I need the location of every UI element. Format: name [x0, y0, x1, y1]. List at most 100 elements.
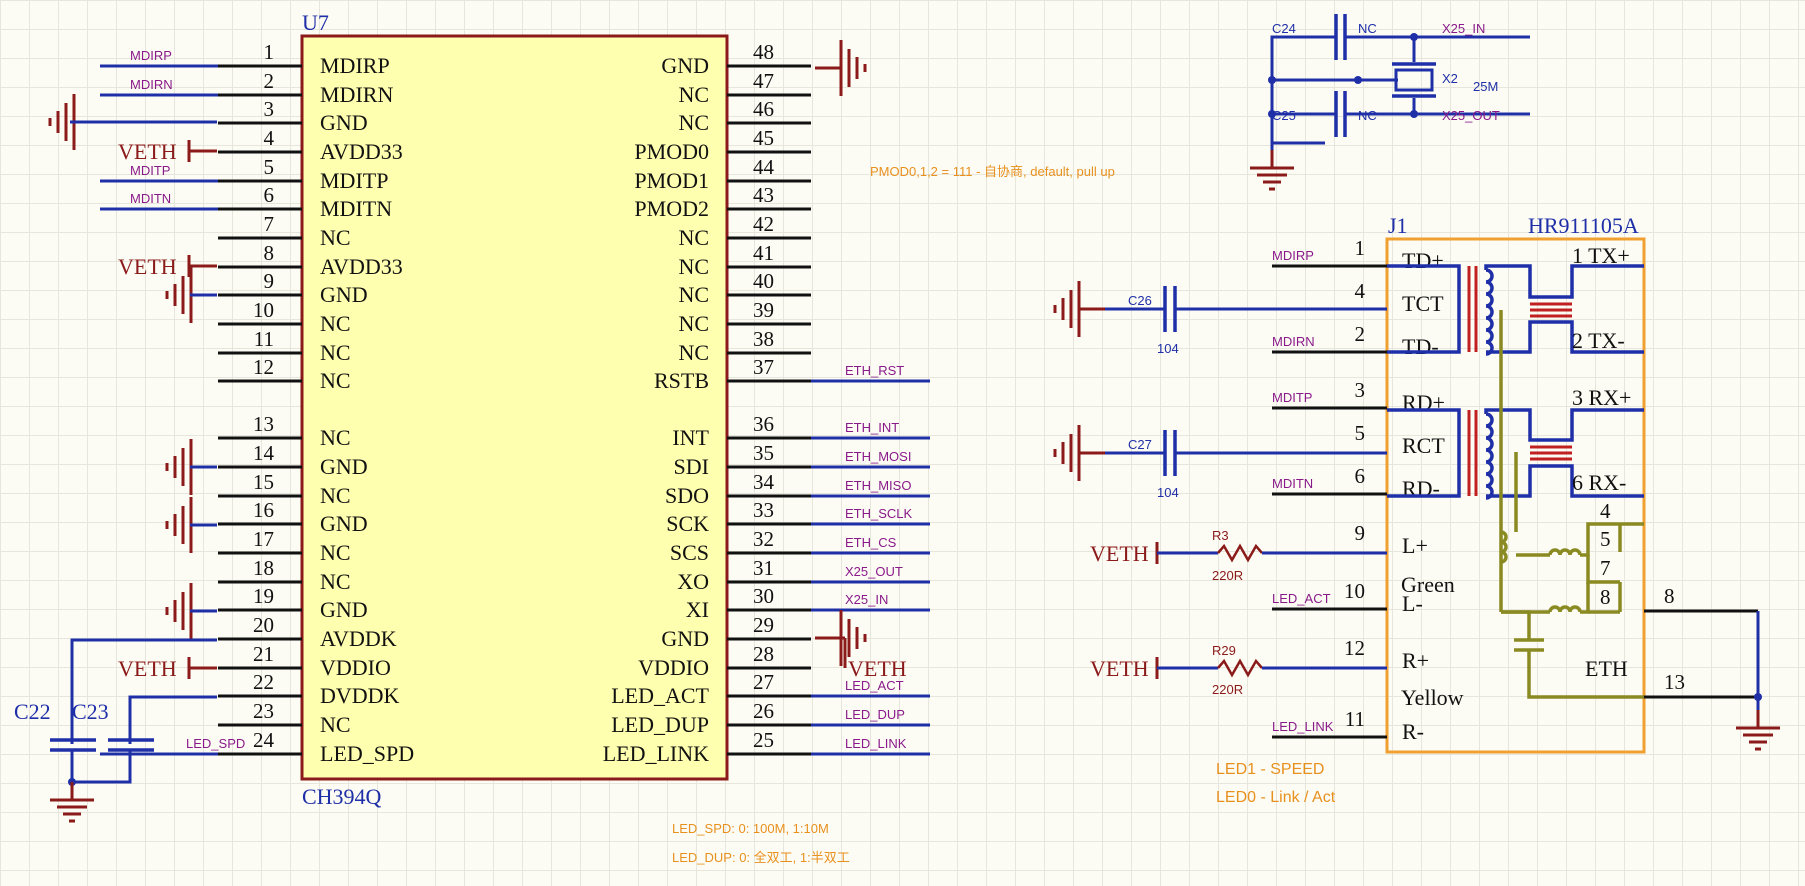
pin-number: 9 [1355, 521, 1366, 545]
pin-number: 7 [264, 212, 275, 236]
u7-pin-7: 7NC [218, 212, 351, 250]
pin-name: DVDDK [320, 683, 400, 708]
pin-name: LED_LINK [603, 741, 709, 766]
pin-name: LED_SPD [320, 741, 414, 766]
c23-designator: C23 [72, 699, 109, 724]
ground-symbol [813, 38, 867, 98]
c27-designator: C27 [1128, 437, 1152, 452]
pin-name: PMOD2 [634, 196, 709, 221]
c22-designator: C22 [14, 699, 51, 724]
net-label: LED_SPD [186, 736, 245, 751]
pin-number: 29 [753, 613, 774, 637]
pin-name: NC [320, 712, 351, 737]
j1-label-tx-minus: 2 TX- [1572, 328, 1625, 353]
pin-number: 6 [1355, 464, 1366, 488]
net-label: LED_ACT [1272, 591, 1331, 606]
transformer-rx [1387, 408, 1644, 500]
pin-name: GND [320, 282, 368, 307]
pin-number: 38 [753, 327, 774, 351]
pin-name: NC [320, 540, 351, 565]
j1-label-rx-plus: 3 RX+ [1572, 385, 1631, 410]
pin-name: L+ [1402, 533, 1428, 558]
pin-name: NC [320, 340, 351, 365]
pin-number: 21 [253, 642, 274, 666]
x2-value: 25M [1473, 79, 1498, 94]
termination-network [1499, 310, 1644, 699]
pin-name: NC [320, 311, 351, 336]
pin-number: 14 [253, 441, 275, 465]
pin-number: 34 [753, 470, 775, 494]
net-label: MDITN [130, 191, 171, 206]
pin-name: R- [1402, 719, 1424, 744]
pin-name: MDITN [320, 196, 392, 221]
pin-name: GND [320, 454, 368, 479]
pin-name: NC [678, 254, 709, 279]
pin-name: L- [1402, 591, 1423, 616]
pin-name: PMOD0 [634, 139, 709, 164]
pin-name: GND [661, 53, 709, 78]
j1-pin-8-ext: 8 [1664, 584, 1675, 608]
net-label: X25_IN [845, 592, 888, 607]
j1-pin-13-ext: 13 [1664, 670, 1685, 694]
pin-name: AVDD33 [320, 139, 403, 164]
net-label: MDIRP [1272, 248, 1314, 263]
pin-number: 22 [253, 670, 274, 694]
pin-number: 24 [253, 728, 275, 752]
power-label-veth: VETH [118, 656, 177, 681]
pin-number: 12 [253, 355, 274, 379]
r29-designator: R29 [1212, 643, 1236, 658]
pin-name: LED_ACT [611, 683, 709, 708]
pin-name: NC [678, 282, 709, 307]
c22-c23-decoupling: C22 C23 [14, 638, 217, 823]
c26-value: 104 [1157, 341, 1179, 356]
pin-name: AVDD33 [320, 254, 403, 279]
power-label-veth: VETH [118, 139, 177, 164]
c24-value: NC [1358, 21, 1377, 36]
u7-right-pins: 48GND47NC46NC45PMOD044PMOD143PMOD242NC41… [603, 40, 930, 766]
net-label: ETH_MOSI [845, 449, 911, 464]
pin-number: 16 [253, 498, 274, 522]
net-x25-in: X25_IN [1442, 21, 1485, 36]
j1-designator: J1 [1388, 213, 1408, 238]
transformer-tx [1387, 264, 1644, 356]
power-port-veth [187, 253, 219, 279]
pin-name: RCT [1402, 433, 1445, 458]
net-label: ETH_CS [845, 535, 897, 550]
pin-number: 44 [753, 155, 775, 179]
net-label: MDIRN [130, 77, 173, 92]
j1-label-tx-plus: 1 TX+ [1572, 243, 1630, 268]
pin-name: INT [672, 425, 709, 450]
net-label: ETH_INT [845, 420, 899, 435]
net-label: MDIRP [130, 48, 172, 63]
pin-name: AVDDK [320, 626, 397, 651]
pin-name: MDIRP [320, 53, 390, 78]
pin-number: 11 [1345, 707, 1365, 731]
pin-number: 3 [1355, 378, 1366, 402]
pin-name: MDITP [320, 168, 388, 193]
r29-value: 220R [1212, 682, 1243, 697]
pin-name: GND [320, 511, 368, 536]
